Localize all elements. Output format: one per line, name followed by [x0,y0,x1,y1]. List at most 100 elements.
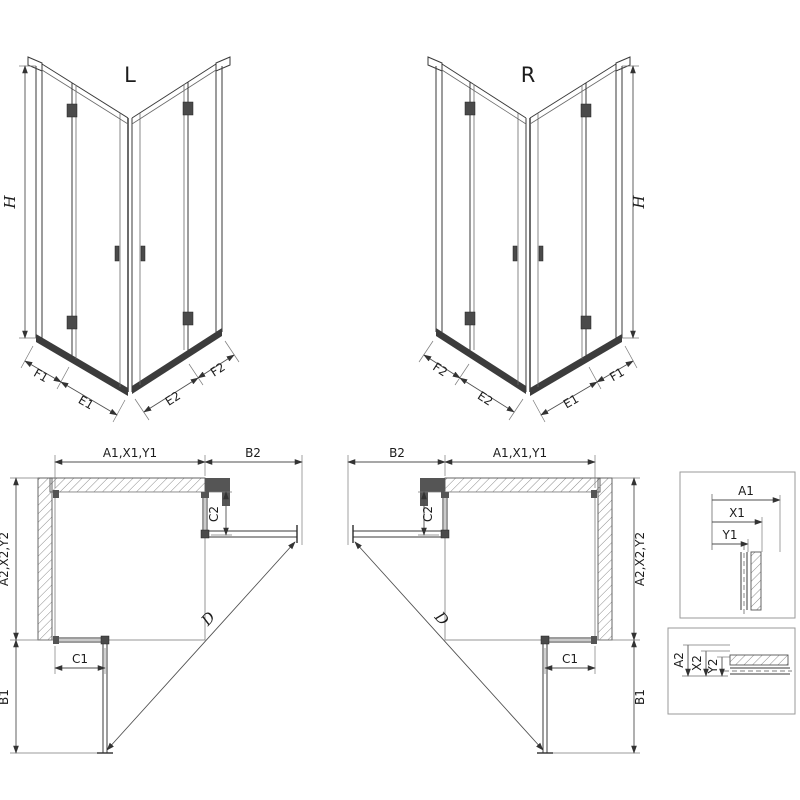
left-wall-post [27,56,43,338]
dim-label-x2: X2 [690,655,704,671]
dim-label-f1: F1 [607,365,627,384]
door-handle-icon [114,245,120,262]
door-handle-icon [538,245,544,262]
right-wall-post [215,56,231,332]
shower-tray [54,491,206,641]
dim-bottom-left-edge: F2 E2 [418,340,524,421]
corner-edge [127,118,133,392]
dim-label-a2x2y2: A2,X2,Y2 [633,532,647,586]
bottom-profile-right [530,334,622,396]
dim-bottom-right-edge: E2 F2 [134,340,240,421]
dim-label-f1: F1 [31,366,51,385]
bottom-profile-right [132,328,222,394]
dim-label-c1: C1 [562,652,578,666]
dim-label-e1: E1 [76,393,96,413]
bottom-profile-left [36,334,128,396]
hinge-icon [182,101,194,116]
hinge-icon [66,103,78,118]
hinge-icon [464,101,476,116]
dim-c2: C2 [418,491,441,536]
shower-tray [444,491,596,641]
dim-label-a1: A1 [738,484,754,498]
detail-dim-a2: A2 [672,644,730,677]
wall-right [597,477,613,641]
dim-label-b1: B1 [0,689,11,705]
right-fixed-panel [201,492,209,535]
dim-label-a2x2y2: A2,X2,Y2 [0,532,11,586]
glass-profile-section [740,545,762,614]
plan-view-right: B2 A1,X1,Y1 C2 A2,X2,Y2 B1 [347,446,647,754]
dim-label-y1: Y1 [722,528,738,542]
hinge-icon [580,103,592,118]
dim-c1: C1 [54,646,106,674]
left-fixed-panel [441,492,449,535]
dim-label-e1: E1 [561,392,581,412]
door-handle-icon [140,245,146,262]
dim-label-y2: Y2 [706,659,720,675]
hinge-icon [66,315,78,330]
detail-dim-y1: Y1 [712,528,749,552]
detail-dim-x2: X2 [690,650,730,677]
dim-label-h: H [1,195,19,210]
hinge-icon [580,315,592,330]
plan-view-left: A1,X1,Y1 B2 C2 A2,X2,Y2 B1 C1 [0,446,303,754]
dim-label-b1: B1 [633,689,647,705]
bottom-profile-left [436,328,526,394]
dim-label-x1: X1 [729,506,745,520]
corner-edge [525,118,531,392]
dim-b1: B1 [0,639,97,754]
dim-label-a2: A2 [672,652,686,668]
hinge-icon [182,311,194,326]
dim-bottom-left-edge: F1 E1 [20,345,126,423]
dim-a1x1y1: A1,X1,Y1 [444,446,596,488]
dim-label-f2: F2 [208,360,228,380]
wall-profile-mark [53,490,59,498]
dim-b1: B1 [553,639,647,754]
front-view-right: R H F2 E2 E1 F1 [418,56,648,423]
bottom-fixed-panel [545,636,597,644]
dim-label-f2: F2 [430,360,450,380]
dim-bottom-right-edge: E1 F1 [532,345,638,423]
left-wall-post [427,56,443,332]
wall-left [37,477,53,641]
glass-profile-section [724,654,792,675]
hinge-icon [464,311,476,326]
door-handle-icon [512,245,518,262]
hinge-icon [440,529,450,539]
hinge-icon [540,635,550,645]
top-frame-edges [441,63,617,125]
dim-label-e2: E2 [163,389,183,409]
dim-label-c1: C1 [72,652,88,666]
detail-profile-bottom: A2 X2 Y2 [667,627,796,715]
right-wall-post [615,56,631,338]
dim-c2: C2 [207,491,232,536]
detail-dim-a1: A1 [712,484,781,552]
bottom-fixed-panel [53,636,105,644]
glass-panel-divisions [469,82,587,387]
wall-top [49,477,206,493]
right-door-open [200,525,298,543]
dim-c1: C1 [544,646,596,674]
top-frame-edges [41,63,217,125]
dim-label-a1x1y1: A1,X1,Y1 [103,446,157,460]
glass-panel-divisions [71,82,189,387]
dim-b2: B2 [204,446,303,545]
wall-top [444,477,601,493]
dim-b2: B2 [347,446,446,545]
dim-label-e2: E2 [475,389,495,409]
dim-a1x1y1: A1,X1,Y1 [54,446,206,488]
view-label-left: L [124,63,136,87]
hinge-icon [200,529,210,539]
dim-height-right: H [622,65,648,339]
detail-profile-top: A1 X1 Y1 [679,471,796,619]
dim-label-a1x1y1: A1,X1,Y1 [493,446,547,460]
detail-dim-x1: X1 [712,506,763,552]
detail-dim-y2: Y2 [706,656,730,677]
left-door-open [352,525,450,543]
dim-label-c2: C2 [207,506,221,522]
hinge-icon [100,635,110,645]
wall-profile-mark [591,490,597,498]
dim-label-b2: B2 [389,446,405,460]
